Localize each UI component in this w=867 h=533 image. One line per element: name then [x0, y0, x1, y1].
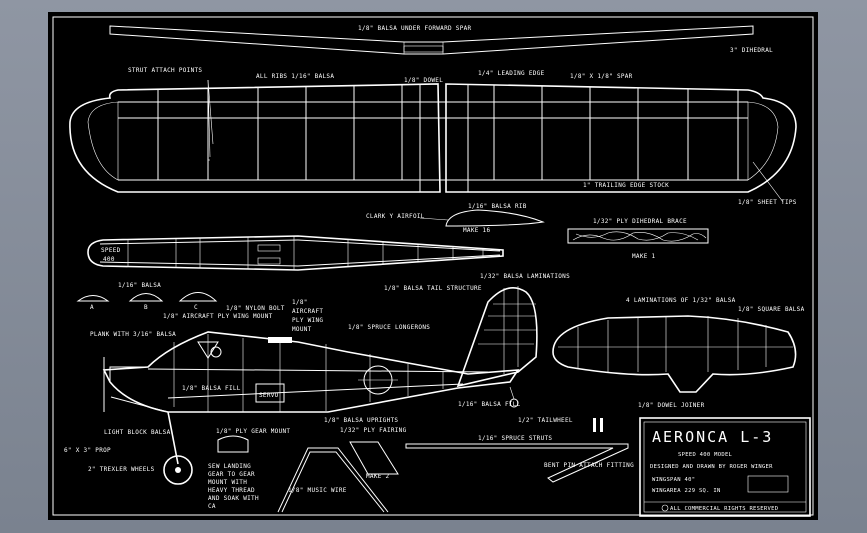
label-sheet-tips: 1/8" SHEET TIPS [738, 199, 797, 206]
label-trailing-edge: 1" TRAILING EDGE STOCK [583, 182, 669, 189]
title-block: AERONCA L-3 SPEED 400 MODEL DESIGNED AND… [639, 417, 811, 517]
gear-wire [277, 447, 389, 513]
label-speed: SPEED [101, 247, 121, 254]
label-strut-attach: STRUT ATTACH POINTS [128, 67, 202, 74]
designer-logo [747, 475, 789, 493]
label-ply-mount-r4: MOUNT [292, 326, 312, 333]
label-sew5: AND SOAK WITH [208, 495, 259, 502]
label-sew1: SEW LANDING [208, 463, 251, 470]
label-ply-fairing: 1/32" PLY FAIRING [340, 427, 407, 434]
label-spar-under: 1/8" BALSA UNDER FORWARD SPAR [358, 25, 472, 32]
label-plank: PLANK WITH 3/16" BALSA [90, 331, 176, 338]
airfoil-rib [419, 209, 545, 227]
label-ply-mount: 1/8" AIRCRAFT PLY WING MOUNT [163, 313, 273, 320]
label-sew4: HEAVY THREAD [208, 487, 255, 494]
label-ply-mount-r2: AIRCRAFT [292, 308, 323, 315]
label-tail-structure: 1/8" BALSA TAIL STRUCTURE [384, 285, 482, 292]
label-c: C [194, 304, 198, 311]
label-balsa-fill2: 1/16" BALSA FILL [458, 401, 521, 408]
label-prop: 6" X 3" PROP [64, 447, 111, 454]
title-block-subtitle: SPEED 400 MODEL [678, 452, 733, 458]
label-make1: MAKE 1 [632, 253, 656, 260]
label-make16: MAKE 16 [463, 227, 490, 234]
label-square-balsa: 1/8" SQUARE BALSA [738, 306, 805, 313]
plan-labels: 1/8" BALSA UNDER FORWARD SPAR 3" DIHEDRA… [64, 25, 805, 510]
copyright-icon [661, 504, 669, 512]
stabilizer [552, 315, 797, 393]
label-uprights: 1/8" BALSA UPRIGHTS [324, 417, 398, 424]
label-wheels: 2" TREXLER WHEELS [88, 466, 155, 473]
label-music-wire: 1/8" MUSIC WIRE [288, 487, 347, 494]
label-spruce-struts: 1/16" SPRUCE STRUTS [478, 435, 552, 442]
label-four-lam: 4 LAMINATIONS OF 1/32" BALSA [626, 297, 736, 304]
title-block-wingspan: WINGSPAN 40" [652, 477, 695, 483]
wing-plan [69, 79, 797, 203]
label-balsa-rib: 1/16" BALSA RIB [468, 203, 527, 210]
label-laminations: 1/32" BALSA LAMINATIONS [480, 273, 570, 280]
title-block-title: AERONCA L-3 [652, 428, 773, 446]
label-sew3: MOUNT WITH [208, 479, 247, 486]
dihedral-brace [567, 228, 709, 244]
label-spar: 1/8" X 1/8" SPAR [570, 73, 633, 80]
label-ribs: ALL RIBS 1/16" BALSA [256, 73, 334, 80]
title-block-designer: DESIGNED AND DRAWN BY ROGER WINGER [650, 464, 773, 470]
plan-drawing: 1/8" BALSA UNDER FORWARD SPAR 3" DIHEDRA… [52, 16, 814, 517]
bulkheads [76, 292, 218, 302]
label-balsa-116: 1/16" BALSA [118, 282, 161, 289]
label-balsa-fill: 1/8" BALSA FILL [182, 385, 241, 392]
label-dowel-joiner: 1/8" DOWEL JOINER [638, 402, 705, 409]
label-leading-edge: 1/4" LEADING EDGE [478, 70, 545, 77]
label-longerons: 1/8" SPRUCE LONGERONS [348, 324, 430, 331]
title-block-copyright: ALL COMMERCIAL RIGHTS RESERVED [670, 506, 778, 512]
label-400: 400 [103, 256, 115, 263]
title-block-wingarea: WINGAREA 229 SQ. IN [652, 488, 721, 494]
fuselage-side-view [102, 286, 538, 485]
spar-view [109, 25, 754, 55]
label-a: A [90, 304, 94, 311]
label-tailwheel: 1/2" TAILWHEEL [518, 417, 573, 424]
drawing-border [52, 16, 814, 516]
label-gear-mount: 1/8" PLY GEAR MOUNT [216, 428, 290, 435]
label-dowel: 1/8" DOWEL [404, 77, 443, 84]
label-block: LIGHT BLOCK BALSA [104, 429, 171, 436]
label-bent-pin: BENT PIN ATTACH FITTING [544, 462, 634, 469]
label-ply-mount-r3: PLY WING [292, 317, 323, 324]
label-nylon-bolt: 1/8" NYLON BOLT [226, 305, 285, 312]
struts [405, 418, 629, 483]
fuselage-top-view [87, 235, 504, 271]
label-clark-y: CLARK Y AIRFOIL [366, 213, 425, 220]
label-b: B [144, 304, 148, 311]
plan-sheet: 1/8" BALSA UNDER FORWARD SPAR 3" DIHEDRA… [48, 12, 818, 520]
ply-fairing [217, 435, 399, 475]
label-sew2: GEAR TO GEAR [208, 471, 255, 478]
label-ply-mount-r1: 1/8" [292, 299, 308, 306]
label-servo: SERVO [259, 392, 279, 399]
label-dihedral: 3" DIHEDRAL [730, 47, 773, 54]
label-make2: MAKE 2 [366, 473, 390, 480]
label-dihedral-brace: 1/32" PLY DIHEDRAL BRACE [593, 218, 687, 225]
label-sew6: CA [208, 503, 216, 510]
